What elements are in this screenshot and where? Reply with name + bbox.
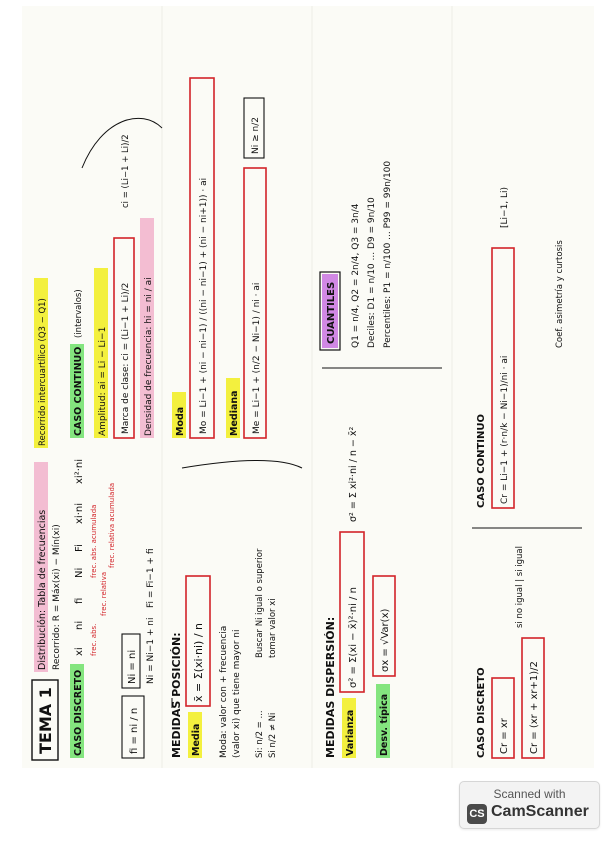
amp-highlight bbox=[94, 268, 108, 438]
page-title: TEMA 1 bbox=[36, 687, 55, 754]
intro3-highlight bbox=[34, 278, 48, 448]
section-medidas-posicion: MEDIDAS POSICIÓN: bbox=[170, 632, 183, 758]
cr-box-3 bbox=[491, 247, 515, 509]
moda-note-2: (valor xi) que tiene mayor ni bbox=[232, 630, 242, 758]
col-1: ni bbox=[74, 621, 85, 630]
intro-line-2: Recorrido: R = Máx(xi) − Mín(xi) bbox=[52, 524, 62, 670]
rotated-page: TEMA 1 Distribución: Tabla de frecuencia… bbox=[22, 6, 594, 768]
desv-box bbox=[372, 575, 396, 677]
mediana-label: Mediana bbox=[229, 390, 240, 436]
cuartiles: Q1 = n/4, Q2 = 2n/4, Q3 = 3n/4 bbox=[351, 203, 361, 348]
small-note-2: Buscar Ni igual o superior bbox=[255, 548, 265, 658]
frequency-columns: xi ni fi Ni Fi xi·ni xi²·ni bbox=[74, 459, 85, 656]
amplitud: Amplitud: ai = Li − Li−1 bbox=[98, 327, 108, 436]
media-box bbox=[185, 575, 211, 707]
ink-strokes bbox=[81, 117, 582, 708]
small-note-1: Si n/2 ≠ Ni bbox=[268, 713, 278, 758]
intro-highlight bbox=[34, 462, 48, 672]
col-2: fi bbox=[74, 598, 85, 604]
section-caso-discreto: CASO DISCRETO bbox=[73, 670, 84, 756]
desv-formula: σx = √Var(x) bbox=[380, 609, 391, 672]
desv-highlight bbox=[376, 684, 390, 758]
cr-formula-3: Cr = Li−1 + (r·n/k − Ni−1)/ni · ai bbox=[500, 356, 510, 504]
cuantiles-label: CUANTILES bbox=[326, 282, 337, 344]
deciles: Deciles: D1 = n/10 ... D9 = 9n/10 bbox=[367, 197, 377, 348]
cuantiles-box bbox=[319, 271, 341, 351]
me-box bbox=[243, 167, 267, 439]
lbl-3: frec. relativa acumulada bbox=[108, 483, 116, 568]
marca-box bbox=[113, 237, 135, 439]
lbl-2: frec. abs. acumulada bbox=[90, 505, 98, 578]
cr-formula-1: Cr = xr bbox=[499, 717, 510, 754]
s1-highlight bbox=[70, 664, 84, 758]
intro-line-3: Recorrido intercuartílico (Q3 − Q1) bbox=[38, 298, 48, 446]
varianza-formula: σ² = Σ(xi − x̄)²·ni / n bbox=[348, 587, 359, 688]
notas: si no igual | si igual bbox=[515, 546, 525, 628]
lbl-1: frec. relativa bbox=[100, 572, 108, 616]
me-cond-box bbox=[243, 97, 265, 159]
media-formula: x̄ = Σ(xi·ni) / n bbox=[192, 623, 205, 702]
column-labels: frec. abs. frec. relativa frec. abs. acu… bbox=[90, 483, 116, 656]
camscanner-logo-icon: CS bbox=[467, 804, 487, 824]
cr-box-2 bbox=[521, 637, 545, 759]
varianza-formula-2: σ² = Σ xi²·ni / n − x̄² bbox=[348, 427, 359, 522]
col-3: Ni bbox=[74, 568, 85, 578]
moda-label: Moda bbox=[175, 407, 186, 436]
varianza-label: Varianza bbox=[345, 710, 356, 756]
densidad: Densidad de frecuencia: hi = ni / ai bbox=[144, 277, 154, 436]
caso-continuo-sub: (intervalos) bbox=[74, 289, 84, 338]
small-note-0: Si: n/2 = ... bbox=[255, 710, 265, 758]
scanned-notes-page: TEMA 1 Distribución: Tabla de frecuencia… bbox=[22, 6, 594, 768]
small-note-3: tomar valor xi bbox=[268, 598, 278, 658]
mo-box bbox=[189, 77, 215, 439]
moda-highlight bbox=[172, 392, 186, 438]
cr-box-1 bbox=[491, 677, 515, 759]
formula-Fi: Fi = Fi−1 + fi bbox=[146, 548, 156, 608]
cr-bracket: [Li−1, Li) bbox=[500, 187, 510, 228]
media-label: Media bbox=[191, 724, 202, 756]
intro-line: Distribución: Tabla de frecuencias bbox=[37, 510, 48, 670]
formula-Ni: Ni = ni bbox=[127, 650, 138, 684]
formula-fi: fi = ni / n bbox=[129, 708, 140, 754]
fi-box bbox=[121, 695, 145, 759]
handwritten-notes: TEMA 1 Distribución: Tabla de frecuencia… bbox=[31, 6, 582, 768]
s2-highlight bbox=[70, 344, 84, 438]
section-medidas-dispersion: MEDIDAS DISPERSIÓN: bbox=[324, 617, 337, 758]
badge-name-text: CamScanner bbox=[491, 803, 589, 820]
ni-box bbox=[121, 633, 141, 689]
formula-Ni-2: Ni = Ni−1 + ni bbox=[146, 618, 156, 684]
media-highlight bbox=[188, 712, 202, 758]
me-formula: Me = Li−1 + (n/2 − Ni−1) / ni · ai bbox=[252, 283, 262, 434]
desv-label: Desv. típica bbox=[379, 694, 390, 756]
dens-highlight bbox=[140, 218, 154, 438]
var-box bbox=[339, 531, 365, 693]
badge-top-text: Scanned with bbox=[493, 787, 566, 801]
col-5: xi·ni bbox=[74, 503, 85, 524]
ci-extra: ci = (Li−1 + Li)/2 bbox=[121, 134, 131, 208]
title-box bbox=[31, 679, 59, 761]
col-4: Fi bbox=[74, 544, 85, 552]
cr-formula-2: Cr = (xr + xr+1)/2 bbox=[529, 661, 540, 754]
caso-discreto-2: CASO DISCRETO bbox=[476, 667, 487, 758]
camscanner-badge: Scanned with CS CamScanner bbox=[459, 781, 600, 829]
marca-clase: Marca de clase: ci = (Li−1 + Li)/2 bbox=[121, 283, 131, 434]
percentiles: Percentiles: P1 = n/100 ... P99 = 99n/10… bbox=[383, 161, 393, 348]
moda-note: Moda: valor con + frecuencia bbox=[219, 626, 229, 758]
section-caso-continuo: CASO CONTINUO bbox=[73, 347, 84, 436]
asimetria-note: Coef. asimetría y curtosis bbox=[555, 240, 565, 348]
col-6: xi²·ni bbox=[74, 459, 85, 484]
lbl-0: frec. abs. bbox=[90, 624, 98, 656]
mediana-condicion: Ni ≥ n/2 bbox=[251, 117, 261, 154]
mo-formula: Mo = Li−1 + (ni − ni−1) / ((ni − ni−1) +… bbox=[199, 178, 209, 434]
caso-continuo-2: CASO CONTINUO bbox=[476, 414, 487, 508]
var-highlight bbox=[342, 698, 356, 758]
mediana-highlight bbox=[226, 378, 240, 438]
col-0: xi bbox=[74, 647, 85, 656]
cuantiles-highlight bbox=[322, 274, 338, 348]
